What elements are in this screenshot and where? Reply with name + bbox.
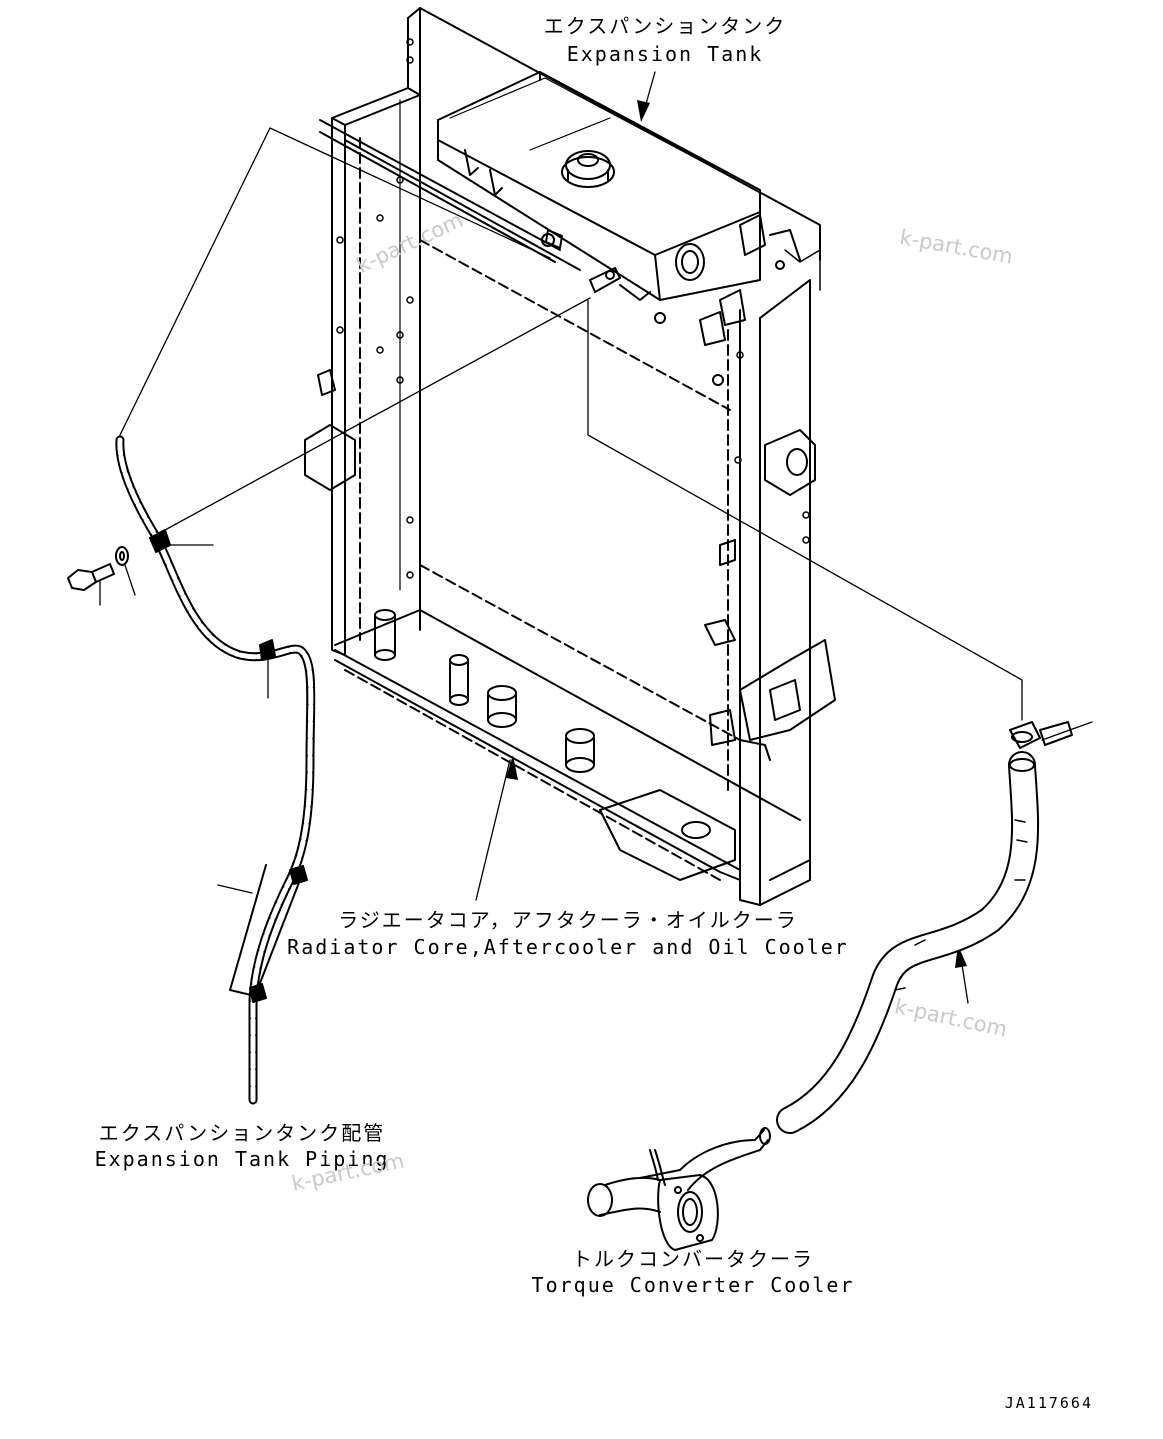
label-expansion-tank-en: Expansion Tank bbox=[566, 42, 764, 66]
label-expansion-tank-jp: エクスパンションタンク bbox=[543, 14, 787, 38]
expansion-tank-piping bbox=[67, 435, 316, 1105]
radiator-pipe-stubs bbox=[374, 609, 595, 773]
leader-lines bbox=[99, 71, 1093, 1004]
radiator-frame bbox=[304, 7, 836, 906]
label-piping-jp: エクスパンションタンク配管 bbox=[98, 1121, 386, 1145]
label-radiator-jp: ラジエータコア，アフタクーラ・オイルクーラ bbox=[338, 908, 798, 932]
torque-converter-cooler bbox=[587, 1127, 771, 1251]
drawing-code: JA117664 bbox=[1004, 1394, 1093, 1412]
cooler-hose bbox=[776, 721, 1073, 1134]
arrowheads bbox=[506, 100, 967, 968]
expansion-tank bbox=[437, 71, 821, 386]
label-radiator-en: Radiator Core,Aftercooler and Oil Cooler bbox=[287, 935, 849, 959]
label-torque-en: Torque Converter Cooler bbox=[531, 1273, 855, 1297]
label-torque-jp: トルクコンバータクーラ bbox=[572, 1247, 814, 1271]
label-piping-en: Expansion Tank Piping bbox=[94, 1147, 390, 1171]
